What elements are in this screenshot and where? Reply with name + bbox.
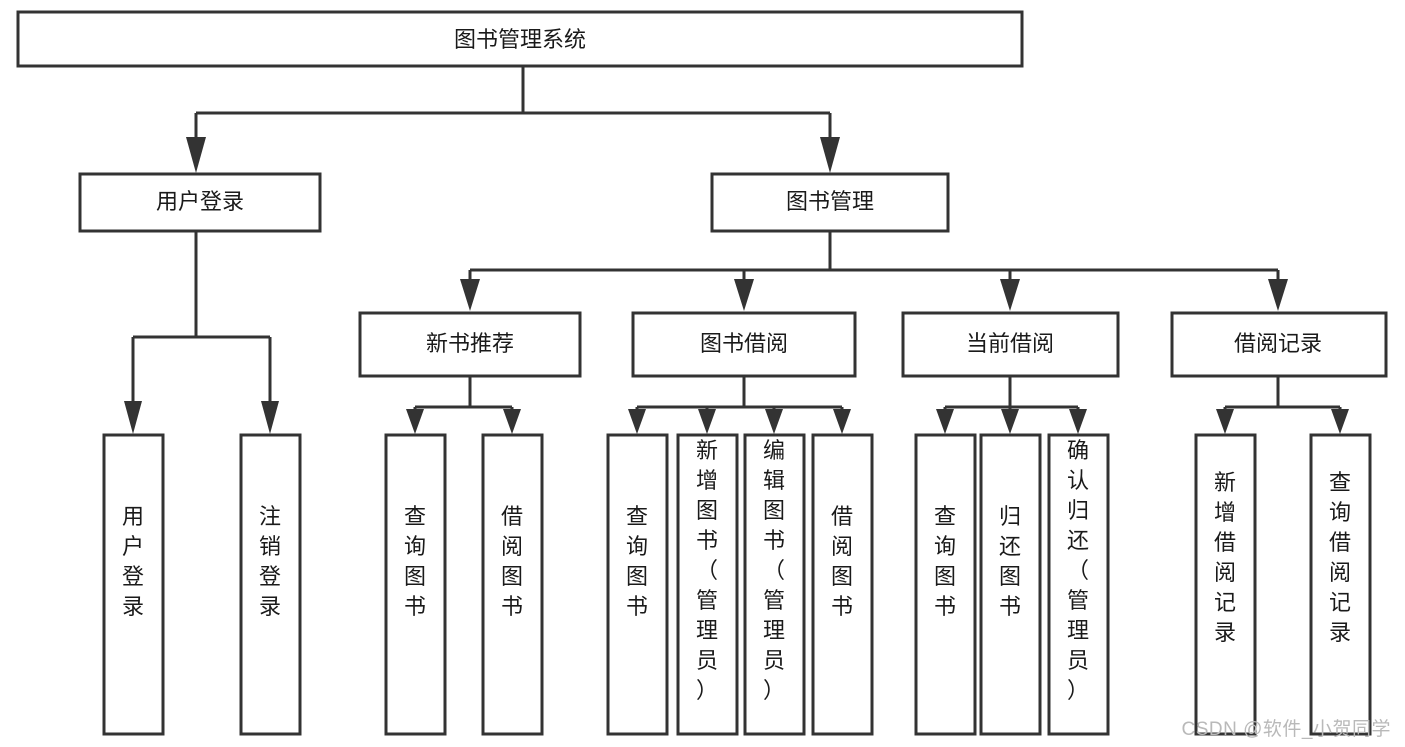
- node-leaf-return-book-label: 归还图书: [999, 504, 1021, 619]
- node-borrow-record-label: 借阅记录: [1234, 331, 1322, 356]
- node-leaf-add-record-label: 新增借阅记录: [1214, 470, 1236, 645]
- node-new-book-recommend-label: 新书推荐: [426, 331, 514, 356]
- node-leaf-edit-book[interactable]: 编辑图书（管理员）: [743, 433, 806, 736]
- connector-group-book-manage: [460, 231, 1288, 311]
- node-leaf-add-book-label: 新增图书（管理员）: [696, 438, 718, 703]
- node-leaf-confirm-return[interactable]: 确认归还（管理员）: [1047, 433, 1110, 736]
- connector-group-current-borrow: [936, 376, 1087, 434]
- node-leaf-query-record-box[interactable]: [1309, 433, 1372, 736]
- node-leaf-query-book-1-label: 查询图书: [404, 504, 426, 619]
- node-leaf-add-book-box[interactable]: [676, 433, 739, 736]
- node-current-borrow-box[interactable]: [901, 311, 1120, 378]
- arrowhead-borrow-record: [1268, 279, 1288, 311]
- node-leaf-borrow-book-1-label: 借阅图书: [501, 504, 523, 619]
- connector-group-book-borrow: [628, 376, 851, 434]
- node-leaf-logout-label: 注销登录: [259, 504, 281, 619]
- arrowhead-leaf-query-book-1: [406, 409, 424, 434]
- node-root-box[interactable]: [16, 10, 1024, 68]
- node-new-book-recommend[interactable]: 新书推荐: [358, 311, 582, 378]
- node-leaf-borrow-book-2[interactable]: 借阅图书: [811, 433, 874, 736]
- node-new-book-recommend-box[interactable]: [358, 311, 582, 378]
- node-leaf-return-book[interactable]: 归还图书: [979, 433, 1042, 736]
- arrowhead-book-borrow: [734, 279, 754, 311]
- node-leaf-borrow-book-1-box[interactable]: [481, 433, 544, 736]
- node-book-manage[interactable]: 图书管理: [710, 172, 950, 233]
- arrowhead-leaf-query-book-3: [936, 409, 954, 434]
- arrowhead-leaf-borrow-book-2: [833, 409, 851, 434]
- arrowhead-leaf-return-book: [1001, 409, 1019, 434]
- node-leaf-query-book-3[interactable]: 查询图书: [914, 433, 977, 736]
- connector-group-user-login: [124, 231, 279, 434]
- node-book-borrow[interactable]: 图书借阅: [631, 311, 857, 378]
- node-leaf-query-book-3-box[interactable]: [914, 433, 977, 736]
- node-user-login-label: 用户登录: [156, 189, 244, 214]
- node-leaf-confirm-return-label: 确认归还（管理员）: [1067, 438, 1089, 703]
- node-leaf-query-book-1-box[interactable]: [384, 433, 447, 736]
- arrowhead-new-book-recommend: [460, 279, 480, 311]
- node-leaf-query-book-1[interactable]: 查询图书: [384, 433, 447, 736]
- node-book-borrow-label: 图书借阅: [700, 331, 788, 356]
- arrowhead-leaf-edit-book: [765, 409, 783, 434]
- node-leaf-user-login-box[interactable]: [102, 433, 165, 736]
- arrowhead-leaf-add-record: [1216, 409, 1234, 434]
- node-leaf-add-record[interactable]: 新增借阅记录: [1194, 433, 1257, 736]
- node-leaf-user-login-label: 用户登录: [122, 504, 144, 619]
- node-borrow-record[interactable]: 借阅记录: [1170, 311, 1388, 378]
- arrowhead-leaf-add-book: [698, 409, 716, 434]
- node-leaf-user-login[interactable]: 用户登录: [102, 433, 165, 736]
- node-leaf-query-book-2-label: 查询图书: [626, 504, 648, 619]
- connector-group-new-book-recommend: [406, 376, 521, 434]
- arrowhead-current-borrow: [1000, 279, 1020, 311]
- arrowhead-book-manage: [820, 137, 840, 173]
- node-current-borrow[interactable]: 当前借阅: [901, 311, 1120, 378]
- node-leaf-confirm-return-box[interactable]: [1047, 433, 1110, 736]
- node-root[interactable]: 图书管理系统: [16, 10, 1024, 68]
- arrowhead-leaf-query-book-2: [628, 409, 646, 434]
- node-current-borrow-label: 当前借阅: [966, 331, 1054, 356]
- node-leaf-logout-box[interactable]: [239, 433, 302, 736]
- arrowhead-leaf-confirm-return: [1069, 409, 1087, 434]
- node-leaf-query-record-label: 查询借阅记录: [1329, 470, 1351, 645]
- node-leaf-edit-book-label: 编辑图书（管理员）: [763, 438, 785, 703]
- node-leaf-query-book-2-box[interactable]: [606, 433, 669, 736]
- node-book-manage-label: 图书管理: [786, 189, 874, 214]
- node-book-borrow-box[interactable]: [631, 311, 857, 378]
- node-root-label: 图书管理系统: [454, 27, 586, 52]
- node-user-login-box[interactable]: [78, 172, 322, 233]
- node-leaf-borrow-book-2-label: 借阅图书: [831, 504, 853, 619]
- node-leaf-borrow-book-2-box[interactable]: [811, 433, 874, 736]
- node-book-manage-box[interactable]: [710, 172, 950, 233]
- node-leaf-return-book-box[interactable]: [979, 433, 1042, 736]
- arrowhead-leaf-user-login: [124, 401, 142, 434]
- node-borrow-record-box[interactable]: [1170, 311, 1388, 378]
- arrowhead-user-login: [186, 137, 206, 173]
- arrowhead-leaf-logout: [261, 401, 279, 434]
- arrowhead-leaf-query-record: [1331, 409, 1349, 434]
- node-leaf-add-record-box[interactable]: [1194, 433, 1257, 736]
- node-leaf-edit-book-box[interactable]: [743, 433, 806, 736]
- connector-group-borrow-record: [1216, 376, 1349, 434]
- node-leaf-borrow-book-1[interactable]: 借阅图书: [481, 433, 544, 736]
- connector-group-root: [186, 66, 840, 173]
- node-leaf-query-book-3-label: 查询图书: [934, 504, 956, 619]
- node-leaf-query-record[interactable]: 查询借阅记录: [1309, 433, 1372, 736]
- node-leaf-logout[interactable]: 注销登录: [239, 433, 302, 736]
- node-leaf-query-book-2[interactable]: 查询图书: [606, 433, 669, 736]
- node-leaf-add-book[interactable]: 新增图书（管理员）: [676, 433, 739, 736]
- node-user-login[interactable]: 用户登录: [78, 172, 322, 233]
- arrowhead-leaf-borrow-book-1: [503, 409, 521, 434]
